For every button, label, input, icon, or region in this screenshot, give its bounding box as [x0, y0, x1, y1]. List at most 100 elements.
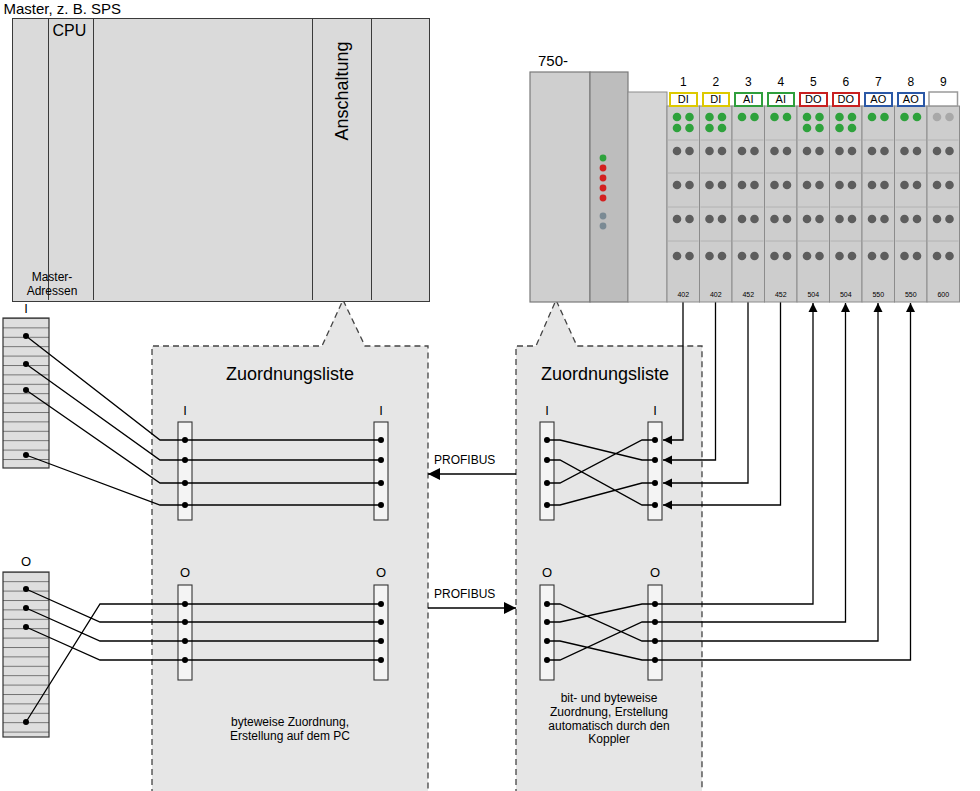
coupler-led-strip [590, 72, 628, 302]
coupler-housing [530, 72, 590, 302]
callout-number: 4 [765, 76, 798, 90]
address-dots [23, 336, 29, 722]
output-wire [655, 303, 911, 660]
module-body [830, 106, 863, 302]
list-label: I [540, 404, 554, 419]
module-code: 452 [732, 291, 765, 299]
column-label: I [19, 302, 33, 317]
module-body [927, 106, 960, 302]
status-led [600, 165, 607, 172]
input-wire [663, 302, 748, 483]
module-body [797, 106, 830, 302]
callout-number: 5 [797, 76, 830, 90]
io-module: 5DO 504 [797, 76, 830, 302]
status-led [600, 185, 607, 192]
bus-arrow [428, 607, 516, 609]
callout-number: 8 [895, 76, 928, 90]
input-wire [663, 302, 781, 505]
module-type-tab: DO [832, 92, 861, 107]
status-led [600, 223, 607, 230]
list-dots [547, 440, 655, 505]
bus-label: PROFIBUS [433, 588, 496, 602]
slot-label: CPU [53, 22, 87, 40]
module-type-tab: DI [702, 92, 731, 107]
output-wire [655, 303, 813, 604]
led-row [807, 128, 820, 129]
io-module: 3AI 452 [732, 76, 765, 302]
list-dots [185, 440, 381, 505]
master-plc: Master, z. B. SPSCPUAnschaltung [12, 18, 430, 302]
byte-map-lines [185, 604, 381, 660]
led-row [807, 117, 820, 118]
io-module: 6DO 504 [830, 76, 863, 302]
coupler-supply [628, 92, 667, 302]
list-dots [547, 604, 655, 660]
module-type-tab: AO [897, 92, 926, 107]
list-bar [178, 585, 192, 680]
led-row [840, 128, 853, 129]
mapping-panel: Zuordnungsliste byteweise Zuordnung, Erst… [152, 346, 428, 791]
output-wire [655, 303, 878, 641]
byte-map-lines [185, 440, 381, 505]
panel-heading: Zuordnungsliste [152, 364, 428, 385]
led-row [775, 117, 788, 118]
led-row [840, 117, 853, 118]
panel-fill [152, 300, 428, 791]
module-code: 550 [862, 291, 895, 299]
list-label: O [648, 566, 662, 581]
panel-outline [516, 300, 702, 791]
slot-label: Anschaltung [331, 41, 352, 140]
list-label: O [178, 566, 192, 581]
io-module: 1DI 402 [667, 76, 700, 302]
master-output-wires [26, 589, 185, 722]
column-label: Master-Adressen [17, 271, 87, 299]
io-station: 750-1DI4022DI4023AI4524AI4525DO5046DO504… [530, 52, 970, 302]
module-type-tab: AO [864, 92, 893, 107]
module-body [667, 106, 700, 302]
module-body [732, 106, 765, 302]
module-body [895, 106, 928, 302]
io-module: 9600 [927, 76, 960, 302]
module-code: 452 [765, 291, 798, 299]
module-body [700, 106, 733, 302]
module-type-tab: DO [799, 92, 828, 107]
module-type-tab: DI [669, 92, 698, 107]
column-label: O [19, 555, 33, 570]
led-row [905, 117, 918, 118]
output-wire [655, 303, 846, 622]
io-module: 4AI452 [765, 76, 798, 302]
list-bar [374, 585, 388, 680]
module-code: 504 [797, 291, 830, 299]
callout-number: 1 [667, 76, 700, 90]
io-module: 2DI402 [700, 76, 733, 302]
module-body [765, 106, 798, 302]
list-label: O [374, 566, 388, 581]
list-bar [540, 585, 554, 680]
panel-outline [152, 300, 428, 791]
list-label: I [374, 404, 388, 419]
led-row [710, 128, 723, 129]
callout-number: 2 [700, 76, 733, 90]
led-row [742, 117, 755, 118]
module-code: 550 [895, 291, 928, 299]
list-label: I [648, 404, 662, 419]
master-input-wires [26, 336, 185, 505]
module-type-tab: AI [734, 92, 763, 107]
module-code: 402 [667, 291, 700, 299]
callout-number: 6 [830, 76, 863, 90]
callout-number: 3 [732, 76, 765, 90]
module-code: 504 [830, 291, 863, 299]
panel-note: byteweise Zuordnung, Erstellung auf dem … [215, 716, 365, 744]
list-label: O [540, 566, 554, 581]
panel-heading: Zuordnungsliste [516, 364, 694, 385]
wire-dots [26, 336, 655, 722]
callout-number: 9 [927, 76, 960, 90]
status-led [600, 195, 607, 202]
interface-slot: Anschaltung [312, 19, 372, 300]
callout-number: 7 [862, 76, 895, 90]
list-label: I [178, 404, 192, 419]
bus-label: PROFIBUS [433, 454, 496, 468]
module-tab [929, 92, 958, 106]
status-led [600, 155, 607, 162]
